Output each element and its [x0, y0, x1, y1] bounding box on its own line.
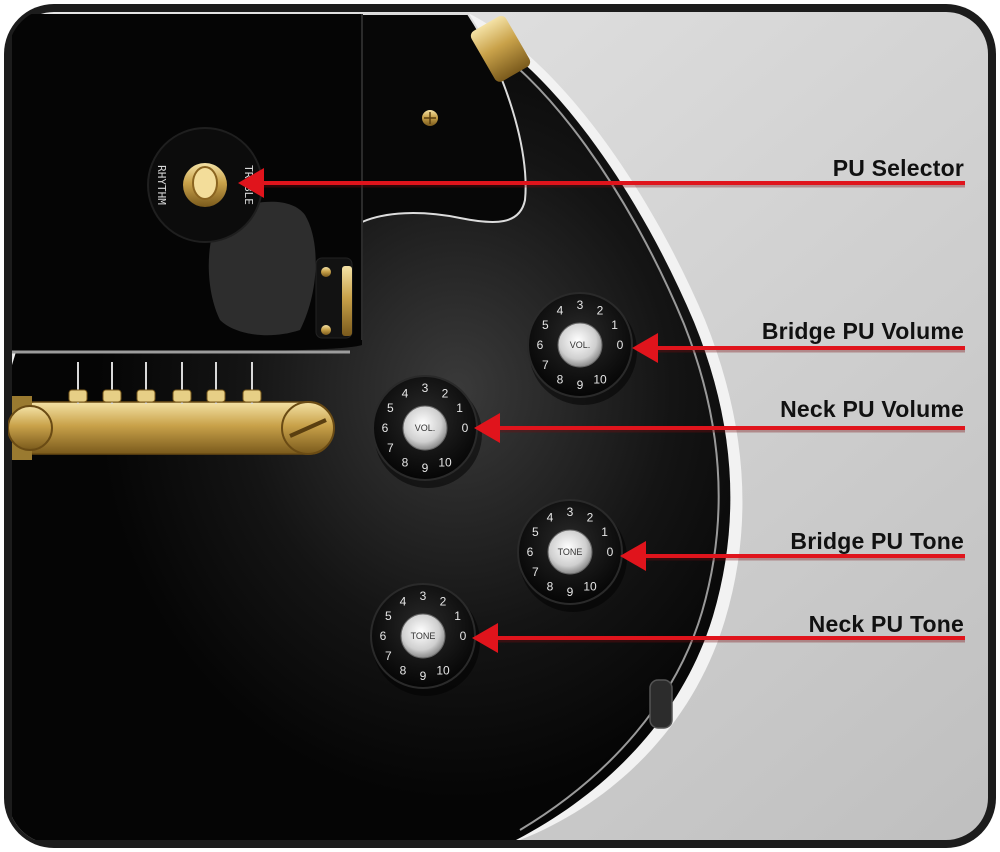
knob-cap-label: VOL. — [415, 423, 436, 433]
label-bridge-pu-tone: Bridge PU Tone — [790, 528, 964, 554]
knob-scale-number: 5 — [542, 318, 549, 332]
knob-scale-number: 0 — [607, 545, 614, 559]
arrow-icon — [632, 333, 965, 363]
knob-scale-number: 3 — [567, 505, 574, 519]
bridge-saddle — [206, 362, 226, 404]
knob-cap — [557, 322, 603, 368]
bridge-saddle — [242, 362, 262, 404]
toggle-switch-tip — [192, 166, 218, 200]
bridge-saddle — [136, 362, 156, 404]
knob-scale-number: 1 — [456, 401, 463, 415]
knob-scale-number: 3 — [420, 589, 427, 603]
arrows-layer — [238, 168, 965, 653]
knob-cap — [402, 405, 448, 451]
pickguard-bracket — [470, 15, 531, 82]
label-neck-pu-volume: Neck PU Volume — [780, 396, 964, 422]
knob-scale-number: 10 — [593, 373, 607, 387]
knob-scale-number: 10 — [438, 456, 452, 470]
knob-scale-number: 8 — [402, 456, 409, 470]
label-bridge-pu-volume: Bridge PU Volume — [761, 318, 964, 344]
knob-scale-number: 9 — [577, 378, 584, 392]
knob-scale-number: 2 — [440, 594, 447, 608]
body-reflection — [208, 201, 316, 336]
knob-scale-number: 9 — [420, 669, 427, 683]
knob-scale-number: 1 — [454, 609, 461, 623]
knob-scale-number: 1 — [601, 525, 608, 539]
arrow-icon — [472, 623, 965, 653]
arrow-icon — [238, 168, 965, 198]
knob-scale-number: 3 — [422, 381, 429, 395]
knob-cap-label: TONE — [411, 631, 436, 641]
knob-scale-number: 7 — [542, 358, 549, 372]
knob-cap-label: VOL. — [570, 340, 591, 350]
knob-scale-number: 2 — [597, 303, 604, 317]
knob-scale-number: 3 — [577, 298, 584, 312]
knob-scale-number: 7 — [385, 649, 392, 663]
screw-slot — [424, 112, 436, 124]
knob-scale-number: 2 — [587, 510, 594, 524]
bridge-saddle — [68, 362, 88, 404]
bridge-saddle — [102, 362, 122, 404]
knob-scale-number: 7 — [387, 441, 394, 455]
knob-cap — [547, 529, 593, 575]
knob-scale-number: 6 — [382, 421, 389, 435]
knob-scale-number: 0 — [617, 338, 624, 352]
pickup-mount-gold — [342, 266, 352, 336]
output-jack — [649, 679, 673, 729]
bridge-saddle — [172, 362, 192, 404]
bridge-saddles — [68, 362, 262, 404]
knob-scale-number: 6 — [537, 338, 544, 352]
binding-stripe — [465, 29, 720, 831]
knob-scale-number: 4 — [402, 386, 409, 400]
knob-scale-number: 6 — [380, 629, 387, 643]
knob-scale-number: 4 — [557, 303, 564, 317]
knob-scale-number: 4 — [547, 510, 554, 524]
knob-scale-number: 7 — [532, 565, 539, 579]
mount-screw-bottom — [321, 325, 331, 335]
knob-cap — [400, 613, 446, 659]
bridge-icon — [8, 362, 335, 460]
mount-screw-top — [321, 267, 331, 277]
knob-scale-number: 5 — [387, 401, 394, 415]
knob-scale-number: 4 — [400, 594, 407, 608]
knob-cap-label: TONE — [558, 547, 583, 557]
arrow-icon — [474, 413, 965, 443]
knob-scale-number: 5 — [385, 609, 392, 623]
knob-scale-number: 0 — [462, 421, 469, 435]
knob-scale-number: 8 — [547, 580, 554, 594]
knob-scale-number: 8 — [400, 664, 407, 678]
label-neck-pu-tone: Neck PU Tone — [808, 611, 964, 637]
knob-scale-number: 0 — [460, 629, 467, 643]
knob-scale-number: 6 — [527, 545, 534, 559]
label-pu-selector: PU Selector — [832, 155, 964, 181]
switch-ring-rhythm: RHYTHM — [155, 165, 168, 205]
knob-scale-number: 2 — [442, 386, 449, 400]
knob-scale-number: 8 — [557, 373, 564, 387]
knob-scale-number: 10 — [436, 664, 450, 678]
knob-scale-number: 9 — [567, 585, 574, 599]
knob-scale-number: 5 — [532, 525, 539, 539]
knob-scale-number: 9 — [422, 461, 429, 475]
knob-scale-number: 1 — [611, 318, 618, 332]
knob-scale-number: 10 — [583, 580, 597, 594]
arrow-icon — [620, 541, 965, 571]
